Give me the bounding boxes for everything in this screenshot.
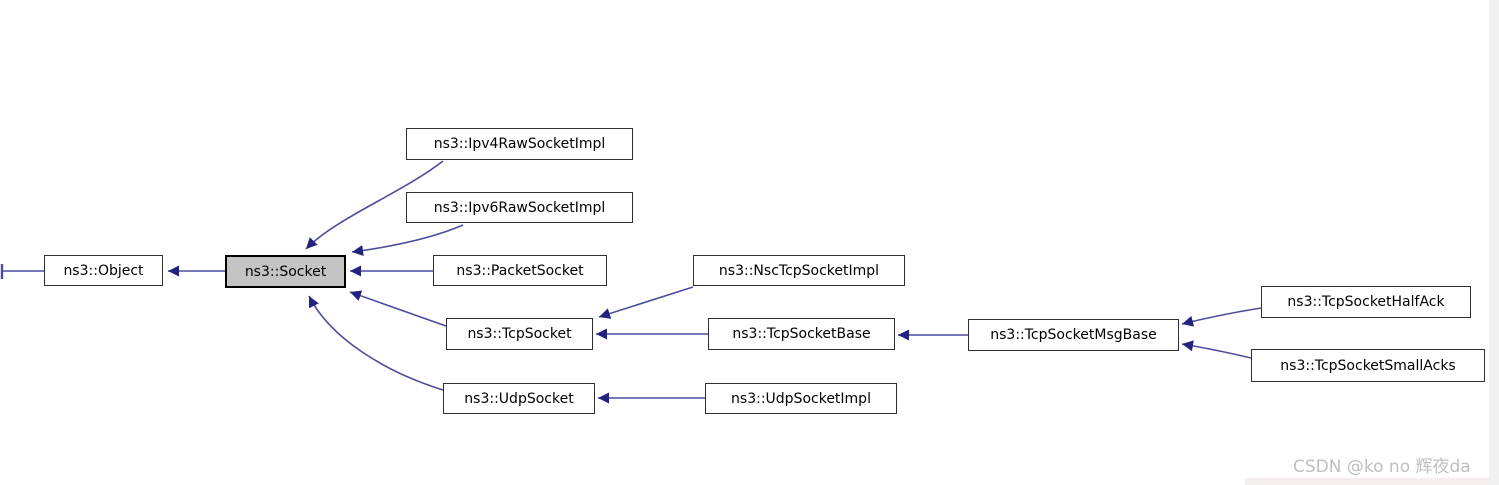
node-ns3-ipv4rawsocketimpl[interactable]: ns3::Ipv4RawSocketImpl [406, 128, 633, 160]
csdn-watermark: CSDN @ko no 辉夜da [1293, 457, 1471, 477]
node-ns3-ipv6rawsocketimpl[interactable]: ns3::Ipv6RawSocketImpl [406, 192, 633, 223]
edge-ipv4-socket [305, 160, 444, 250]
edge-smallacks-msgbase [1181, 340, 1252, 359]
node-ns3-udpsocket[interactable]: ns3::UdpSocket [443, 383, 595, 414]
node-ns3-tcpsocketbase[interactable]: ns3::TcpSocketBase [708, 318, 895, 350]
edge-ipv6-socket [351, 224, 464, 256]
page-right-gutter [1489, 0, 1499, 485]
page-bottom-edge [1245, 478, 1489, 485]
node-ns3-object[interactable]: ns3::Object [44, 255, 163, 286]
node-ns3-nsctcpsocketimpl[interactable]: ns3::NscTcpSocketImpl [693, 255, 905, 286]
node-ns3-tcpsocket[interactable]: ns3::TcpSocket [446, 318, 593, 350]
node-ns3-packetsocket[interactable]: ns3::PacketSocket [433, 255, 607, 286]
node-ns3-udpsocketimpl[interactable]: ns3::UdpSocketImpl [705, 383, 897, 414]
edge-nsc-tcp [598, 286, 694, 319]
edge-udp-socket [308, 295, 444, 391]
edge-halfack-msgbase [1181, 307, 1262, 327]
edge-tcp-socket [349, 290, 447, 327]
node-ns3-socket[interactable]: ns3::Socket [225, 255, 346, 288]
node-ns3-tcpsocketmsgbase[interactable]: ns3::TcpSocketMsgBase [968, 319, 1179, 351]
node-ns3-tcpsockethalfack[interactable]: ns3::TcpSocketHalfAck [1261, 286, 1471, 318]
node-ns3-tcpsocketsmallacks[interactable]: ns3::TcpSocketSmallAcks [1251, 349, 1485, 382]
